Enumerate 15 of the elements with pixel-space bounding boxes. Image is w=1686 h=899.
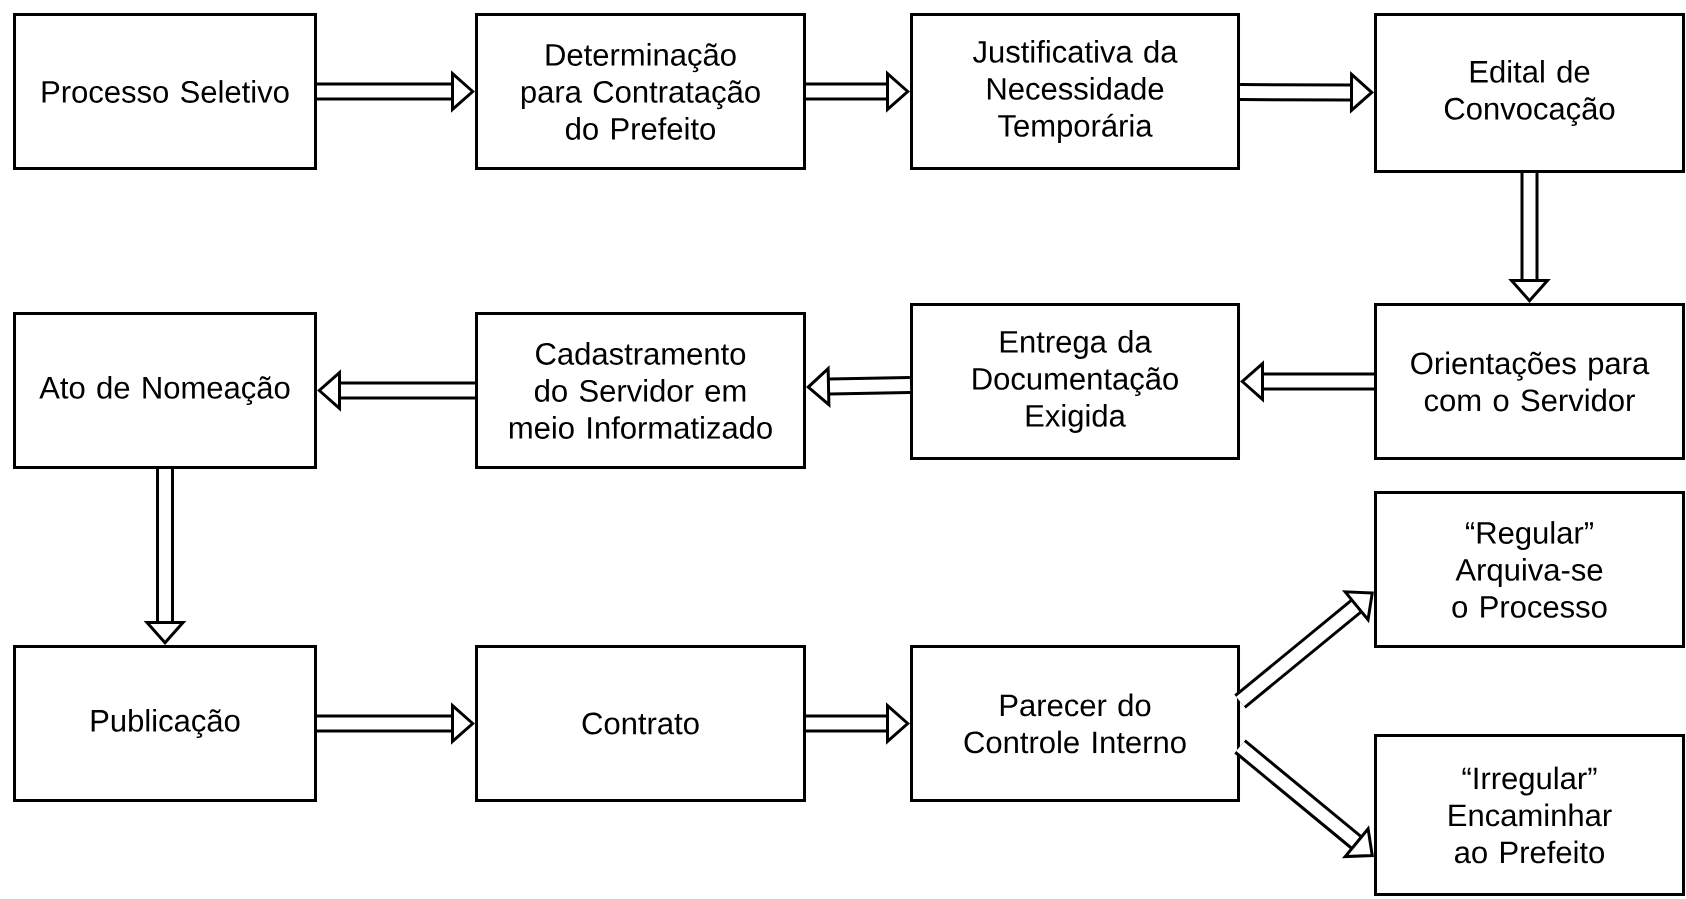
process-box: “Irregular” Encaminhar ao Prefeito <box>1374 734 1685 896</box>
process-box: Entrega da Documentação Exigida <box>910 303 1240 460</box>
process-box: Determinação para Contratação do Prefeito <box>475 13 806 170</box>
process-box: Orientações para com o Servidor <box>1374 303 1685 460</box>
process-box: Processo Seletivo <box>13 13 317 170</box>
block-arrow <box>1234 590 1374 709</box>
process-box: Edital de Convocação <box>1374 13 1685 173</box>
process-box: Cadastramento do Servidor em meio Informatizado <box>475 312 806 469</box>
process-box: Justificativa da Necessidade Temporária <box>910 13 1240 170</box>
process-box: Parecer do Controle Interno <box>910 645 1240 802</box>
process-box: Publicação <box>13 645 317 802</box>
process-box: Ato de Nomeação <box>13 312 317 469</box>
process-box: “Regular” Arquiva-se o Processo <box>1374 491 1685 648</box>
process-box: Contrato <box>475 645 806 802</box>
block-arrow <box>1234 739 1374 859</box>
